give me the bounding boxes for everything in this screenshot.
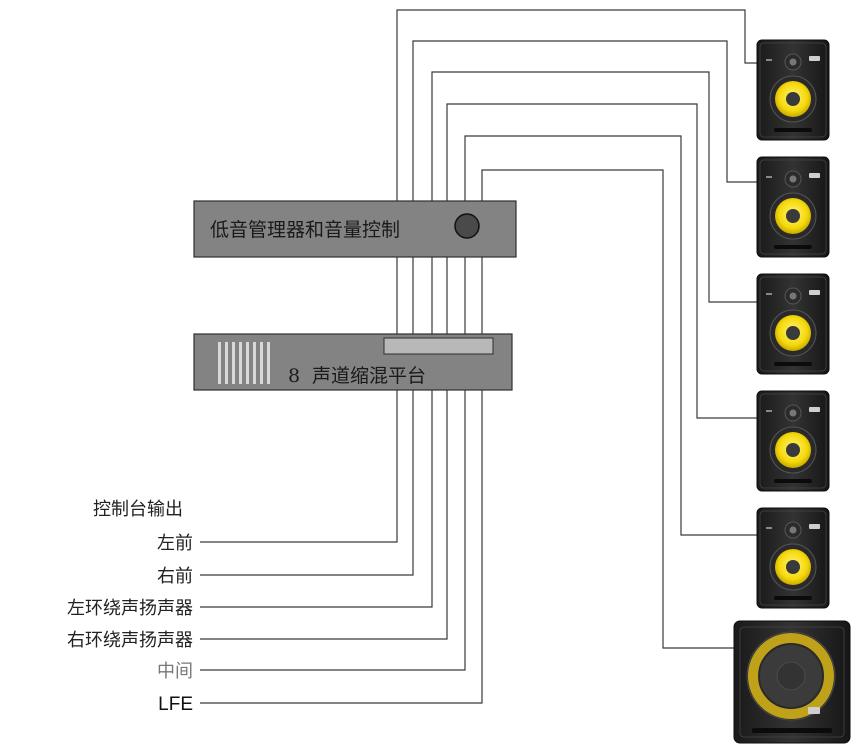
wire-right-surround	[200, 103, 758, 640]
subwoofer-icon	[733, 620, 851, 744]
speaker-monitor-3-icon	[756, 273, 830, 375]
label-right-front: 右前	[157, 566, 193, 587]
wire-center	[200, 135, 758, 671]
label-center: 中间	[157, 661, 193, 682]
display-panel	[383, 337, 494, 355]
speaker-monitor-1-icon	[756, 39, 830, 141]
speaker-monitor-5-icon	[756, 507, 830, 609]
bass-manager-unit: 低音管理器和音量控制	[193, 200, 517, 258]
downmix-unit: 8 声道缩混平台	[193, 333, 513, 391]
wire-left-front	[200, 9, 758, 543]
console-output-heading: 控制台输出	[93, 499, 183, 520]
wire-left-surround	[200, 71, 758, 608]
speaker-monitor-4-icon	[756, 390, 830, 492]
wire-right-front	[200, 40, 758, 576]
bass-manager-title: 低音管理器和音量控制	[210, 219, 400, 241]
label-left-surround: 左环绕声扬声器	[67, 598, 193, 619]
wire-lfe	[200, 169, 735, 704]
volume-knob-icon[interactable]	[454, 213, 480, 239]
console-output-labels: 控制台输出 左前 右前 左环绕声扬声器 右环绕声扬声器 中间 LFE	[67, 499, 193, 715]
signal-wires	[200, 9, 758, 704]
downmix-title: 声道缩混平台	[312, 365, 426, 387]
label-right-surround: 右环绕声扬声器	[67, 630, 193, 651]
meter-bars-icon	[218, 342, 270, 384]
label-lfe: LFE	[158, 694, 193, 715]
label-left-front: 左前	[157, 533, 193, 554]
speaker-monitor-2-icon	[756, 156, 830, 258]
speaker-stack	[733, 39, 851, 744]
downmix-channel-count: 8	[288, 365, 300, 387]
